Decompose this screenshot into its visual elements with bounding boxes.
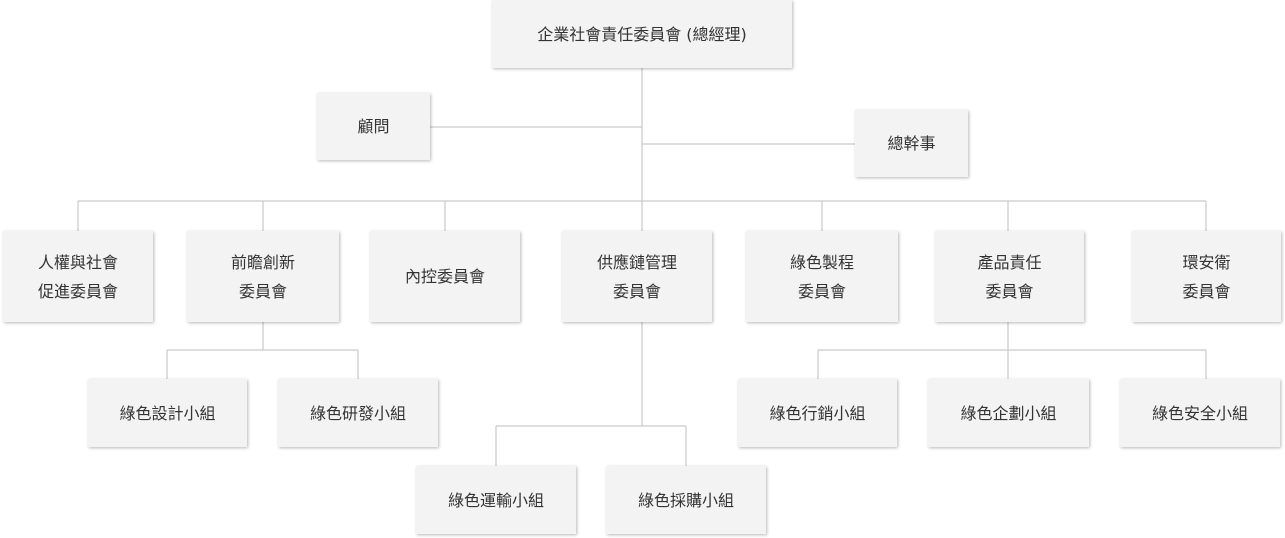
committee-label: 綠色製程 委員會 — [789, 252, 854, 301]
group-green-design: 綠色設計小組 — [88, 379, 247, 447]
group-label: 綠色企劃小組 — [960, 403, 1057, 423]
committee-label: 人權與社會 促進委員會 — [37, 252, 118, 301]
group-green-planning: 綠色企劃小組 — [928, 379, 1089, 447]
committee-internal-control: 內控委員會 — [370, 231, 520, 322]
committee-label: 環安衛 委員會 — [1182, 252, 1231, 301]
advisor-label: 顧問 — [357, 117, 390, 136]
committee-human-rights: 人權與社會 促進委員會 — [3, 231, 153, 322]
committee-label: 內控委員會 — [404, 267, 485, 286]
committee-green-process: 綠色製程 委員會 — [746, 231, 898, 322]
group-green-safety: 綠色安全小組 — [1120, 379, 1280, 447]
group-green-marketing: 綠色行銷小組 — [738, 379, 897, 447]
committee-label: 產品責任 委員會 — [977, 252, 1042, 301]
committee-label: 前瞻創新 委員會 — [230, 252, 295, 301]
csr-committee-box: 企業社會責任委員會 (總經理) — [492, 0, 792, 68]
group-label: 綠色研發小組 — [309, 403, 406, 423]
group-label: 綠色行銷小組 — [769, 403, 866, 423]
group-green-rnd: 綠色研發小組 — [278, 379, 438, 447]
committee-product-responsibility: 產品責任 委員會 — [935, 231, 1084, 322]
group-label: 綠色採購小組 — [637, 490, 734, 510]
committee-innovation: 前瞻創新 委員會 — [187, 231, 339, 322]
committee-ehs: 環安衛 委員會 — [1132, 231, 1281, 322]
group-label: 綠色安全小組 — [1151, 403, 1248, 423]
group-green-procurement: 綠色採購小組 — [606, 466, 766, 534]
committee-label: 供應鏈管理 委員會 — [596, 252, 677, 301]
secretary-general-box: 總幹事 — [855, 110, 968, 177]
csr-committee-label: 企業社會責任委員會 (總經理) — [537, 24, 747, 44]
group-label: 綠色設計小組 — [119, 403, 216, 423]
advisor-box: 顧問 — [317, 93, 430, 160]
group-green-transport: 綠色運輸小組 — [416, 466, 576, 534]
committee-supply-chain: 供應鏈管理 委員會 — [562, 231, 712, 322]
group-label: 綠色運輸小組 — [447, 490, 544, 510]
secretary-general-label: 總幹事 — [887, 134, 936, 153]
